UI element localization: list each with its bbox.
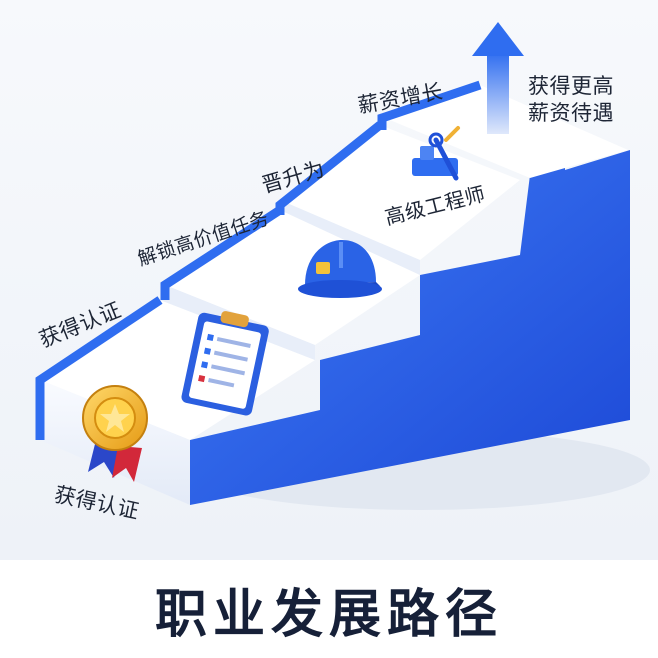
step3-edge (275, 121, 383, 215)
step4-edge (377, 80, 482, 130)
step1-edge (35, 296, 163, 440)
hardhat-icon (298, 240, 382, 298)
step3-riser (280, 200, 420, 275)
engineer-tools-icon (412, 126, 460, 181)
footer: 职业发展路径 (0, 560, 658, 658)
goal-line1: 获得更高 (528, 74, 614, 98)
step2-edge (160, 206, 283, 300)
clipboard-icon (181, 311, 269, 416)
staircase-side (190, 150, 630, 505)
medal-icon (82, 385, 148, 482)
staircase-graphic (35, 22, 650, 510)
staircase-scene: 获得认证 获得认证 解锁高价值任务 晋升为 高级工程师 薪资增长 获得更高 薪资… (0, 0, 658, 560)
goal-line2: 薪资待遇 (528, 101, 614, 125)
up-arrow-icon (472, 22, 524, 134)
page-title: 职业发展路径 (154, 584, 503, 645)
